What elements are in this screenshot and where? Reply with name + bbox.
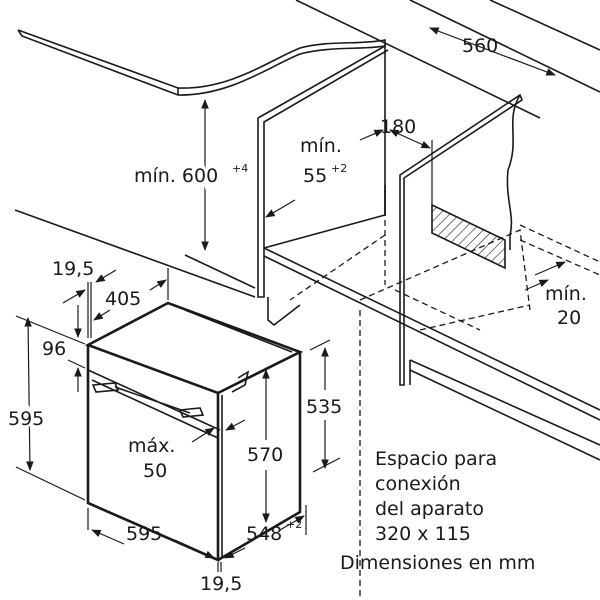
dimension-oven-depth: 548 +2 (224, 505, 307, 559)
note-line-2: conexión (375, 473, 461, 495)
countertop (17, 29, 386, 96)
top-vent-label: 405 (105, 288, 141, 310)
note-line-1: Espacio para (375, 448, 497, 470)
oven-height-label: 595 (8, 408, 44, 430)
side-gap-value: 55 (303, 165, 327, 187)
door-protrusion-label: máx. (128, 435, 175, 457)
dimension-side-gap: mín. 55 +2 (265, 129, 384, 218)
niche-top-edge (295, 0, 541, 119)
control-panel-label: 96 (42, 338, 66, 360)
dimension-cavity-height: 570 (247, 369, 283, 523)
dimension-front-panel-top: 19,5 (52, 258, 117, 338)
niche-height-label: mín. 600 (134, 165, 218, 187)
front-panel-depth-label: 19,5 (52, 258, 94, 280)
dimension-front-panel-bottom: 19,5 (200, 562, 242, 595)
note-line-4: 320 x 115 (375, 523, 471, 545)
dimension-door-protrusion: máx. 50 (128, 419, 246, 482)
side-gap-label: mín. (300, 135, 342, 157)
dimension-control-panel: 96 (42, 305, 86, 392)
rear-gap-label: mín. (545, 283, 587, 305)
units-note: Dimensiones en mm (340, 552, 535, 574)
oven-depth-tolerance: +2 (286, 518, 302, 531)
door-protrusion-value: 50 (143, 460, 167, 482)
connection-offset-label: 180 (380, 116, 416, 138)
bottom-front-depth-label: 19,5 (200, 573, 242, 595)
dimension-niche-height: mín. 600 +4 (134, 99, 248, 251)
oven (84, 301, 304, 562)
body-height-label: 535 (306, 396, 342, 418)
cabinet-side-panel (257, 44, 600, 421)
connection-space-note: Espacio para conexión del aparato 320 x … (375, 448, 497, 545)
niche-depth-label: 560 (462, 35, 498, 57)
oven-width-label: 595 (126, 523, 162, 545)
dimension-connection-offset: 180 (380, 116, 431, 149)
dimension-body-height: 535 (306, 339, 342, 473)
dimension-rear-gap: mín. 20 (524, 261, 587, 329)
side-gap-tolerance: +2 (331, 162, 347, 175)
floor-edge (14, 209, 256, 298)
niche-back-top (489, 0, 600, 51)
dimension-niche-depth: 560 (429, 27, 556, 76)
connection-zone (431, 140, 506, 270)
oven-depth-label: 548 (246, 523, 282, 545)
niche-height-tolerance: +4 (232, 162, 248, 175)
cavity-height-label: 570 (247, 444, 283, 466)
dimension-oven-width: 595 (87, 508, 215, 559)
note-line-3: del aparato (375, 498, 484, 520)
dimension-top-vent: 405 (93, 268, 169, 321)
niche-top-edge-2 (409, 0, 600, 93)
dimension-oven-height: 595 (8, 315, 86, 501)
rear-gap-value: 20 (557, 307, 581, 329)
floor-edge-2 (184, 254, 256, 289)
niche-hidden-lines (289, 190, 600, 600)
cabinet-right-panel (399, 93, 600, 461)
